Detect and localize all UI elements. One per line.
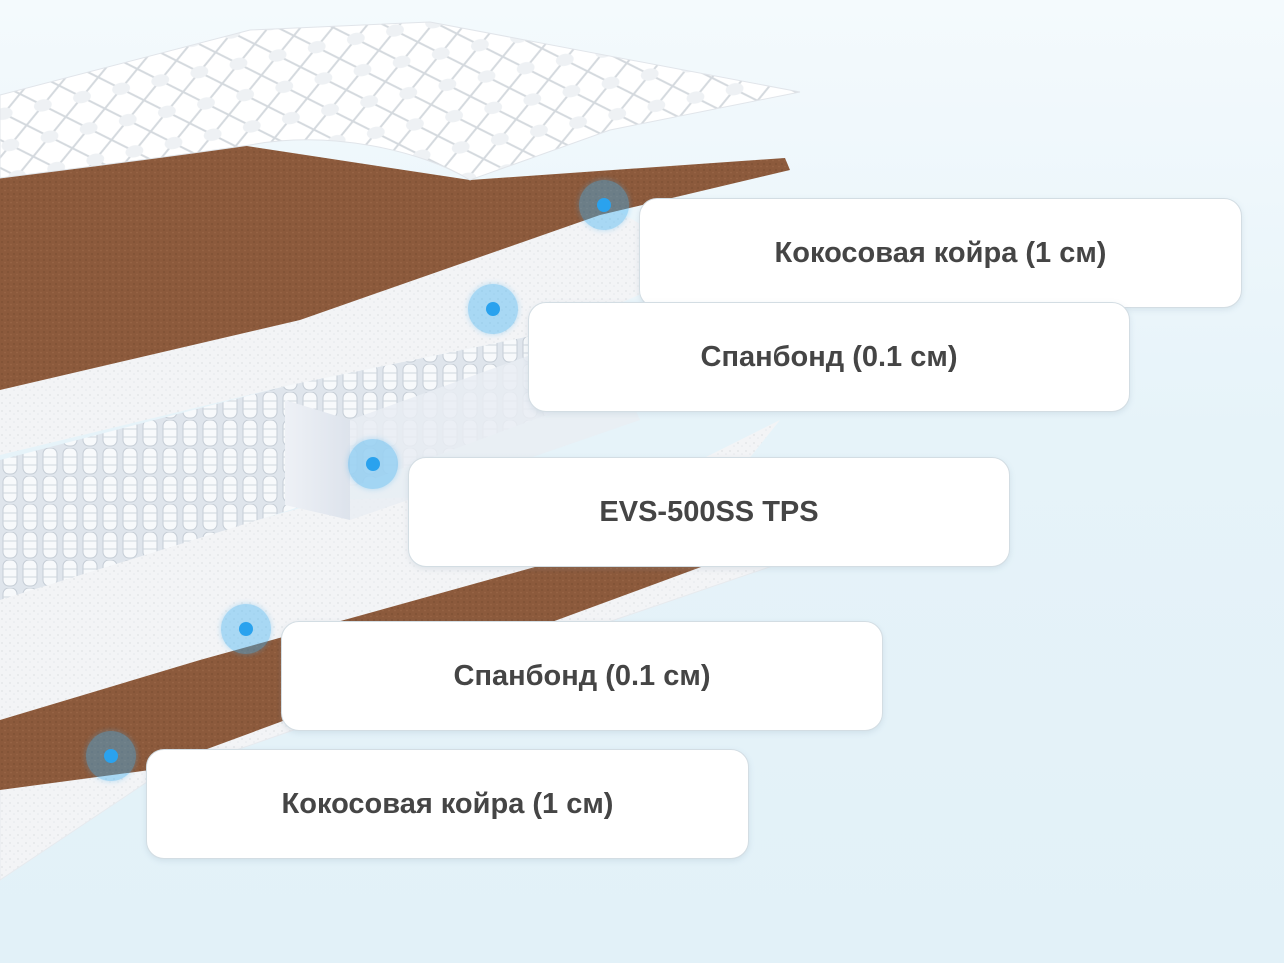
layer-label-upper-spunbond: Спанбонд (0.1 см) bbox=[528, 302, 1130, 412]
layer-label-bottom-coir: Кокосовая койра (1 см) bbox=[146, 749, 749, 859]
layer-label-spring-block: EVS-500SS TPS bbox=[408, 457, 1010, 567]
layer-marker-upper-spunbond[interactable] bbox=[468, 284, 518, 334]
layer-marker-top-coir[interactable] bbox=[579, 180, 629, 230]
layer-marker-spring-block[interactable] bbox=[348, 439, 398, 489]
layer-marker-lower-spunbond[interactable] bbox=[221, 604, 271, 654]
spring-block-face bbox=[285, 400, 350, 520]
layer-label-top-coir: Кокосовая койра (1 см) bbox=[639, 198, 1242, 308]
quilted-top-cover bbox=[0, 22, 800, 180]
layer-marker-bottom-coir[interactable] bbox=[86, 731, 136, 781]
layer-label-lower-spunbond: Спанбонд (0.1 см) bbox=[281, 621, 883, 731]
